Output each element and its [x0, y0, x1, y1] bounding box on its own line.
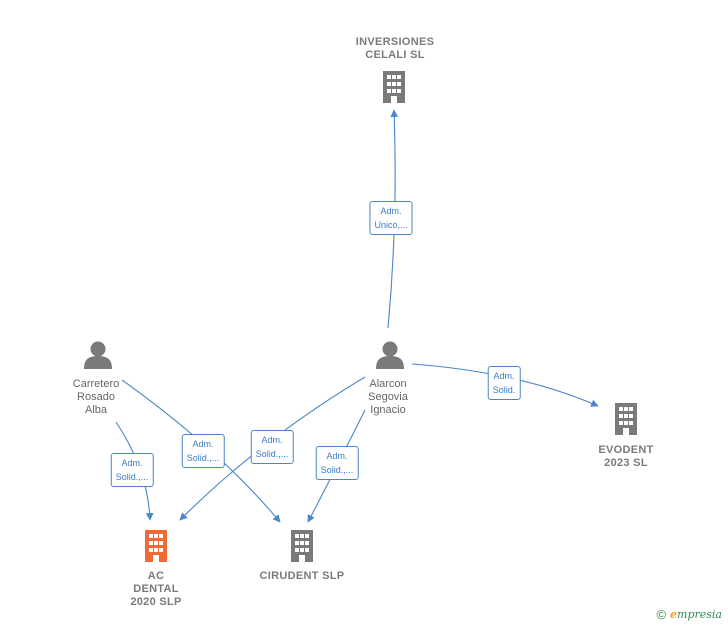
building-icon[interactable]	[145, 530, 167, 562]
node-label-alarcon[interactable]: Alarcon Segovia Ignacio	[368, 378, 408, 416]
person-icon[interactable]	[84, 341, 112, 370]
edge-label-carretero-acdental[interactable]: Adm. Solid.,...	[110, 453, 154, 487]
node-label-ac-dental[interactable]: AC DENTAL 2020 SLP	[130, 570, 182, 608]
brand-logo[interactable]: empresia	[670, 608, 722, 621]
edge-label-alarcon-cirudent[interactable]: Adm. Solid.,...	[315, 446, 359, 480]
edge-label-alarcon-celali[interactable]: Adm. Unico,...	[369, 201, 413, 235]
copyright-icon: ©	[656, 607, 667, 622]
node-label-cirudent[interactable]: CIRUDENT SLP	[259, 570, 345, 582]
building-icon[interactable]	[383, 71, 405, 103]
node-label-carretero[interactable]: Carretero Rosado Alba	[72, 378, 120, 416]
edge-label-carretero-cirudent[interactable]: Adm. Solid.,...	[181, 434, 225, 468]
edge-label-alarcon-acdental[interactable]: Adm. Solid.,...	[250, 430, 294, 464]
person-icon[interactable]	[376, 341, 404, 370]
copyright-notice: © empresia	[656, 607, 722, 622]
building-icon[interactable]	[291, 530, 313, 562]
node-label-inversiones-celali[interactable]: INVERSIONES CELALI SL	[355, 36, 435, 61]
building-icon[interactable]	[615, 403, 637, 435]
node-label-evodent[interactable]: EVODENT 2023 SL	[598, 444, 654, 469]
edge-label-alarcon-evodent[interactable]: Adm. Solid.	[487, 366, 521, 400]
